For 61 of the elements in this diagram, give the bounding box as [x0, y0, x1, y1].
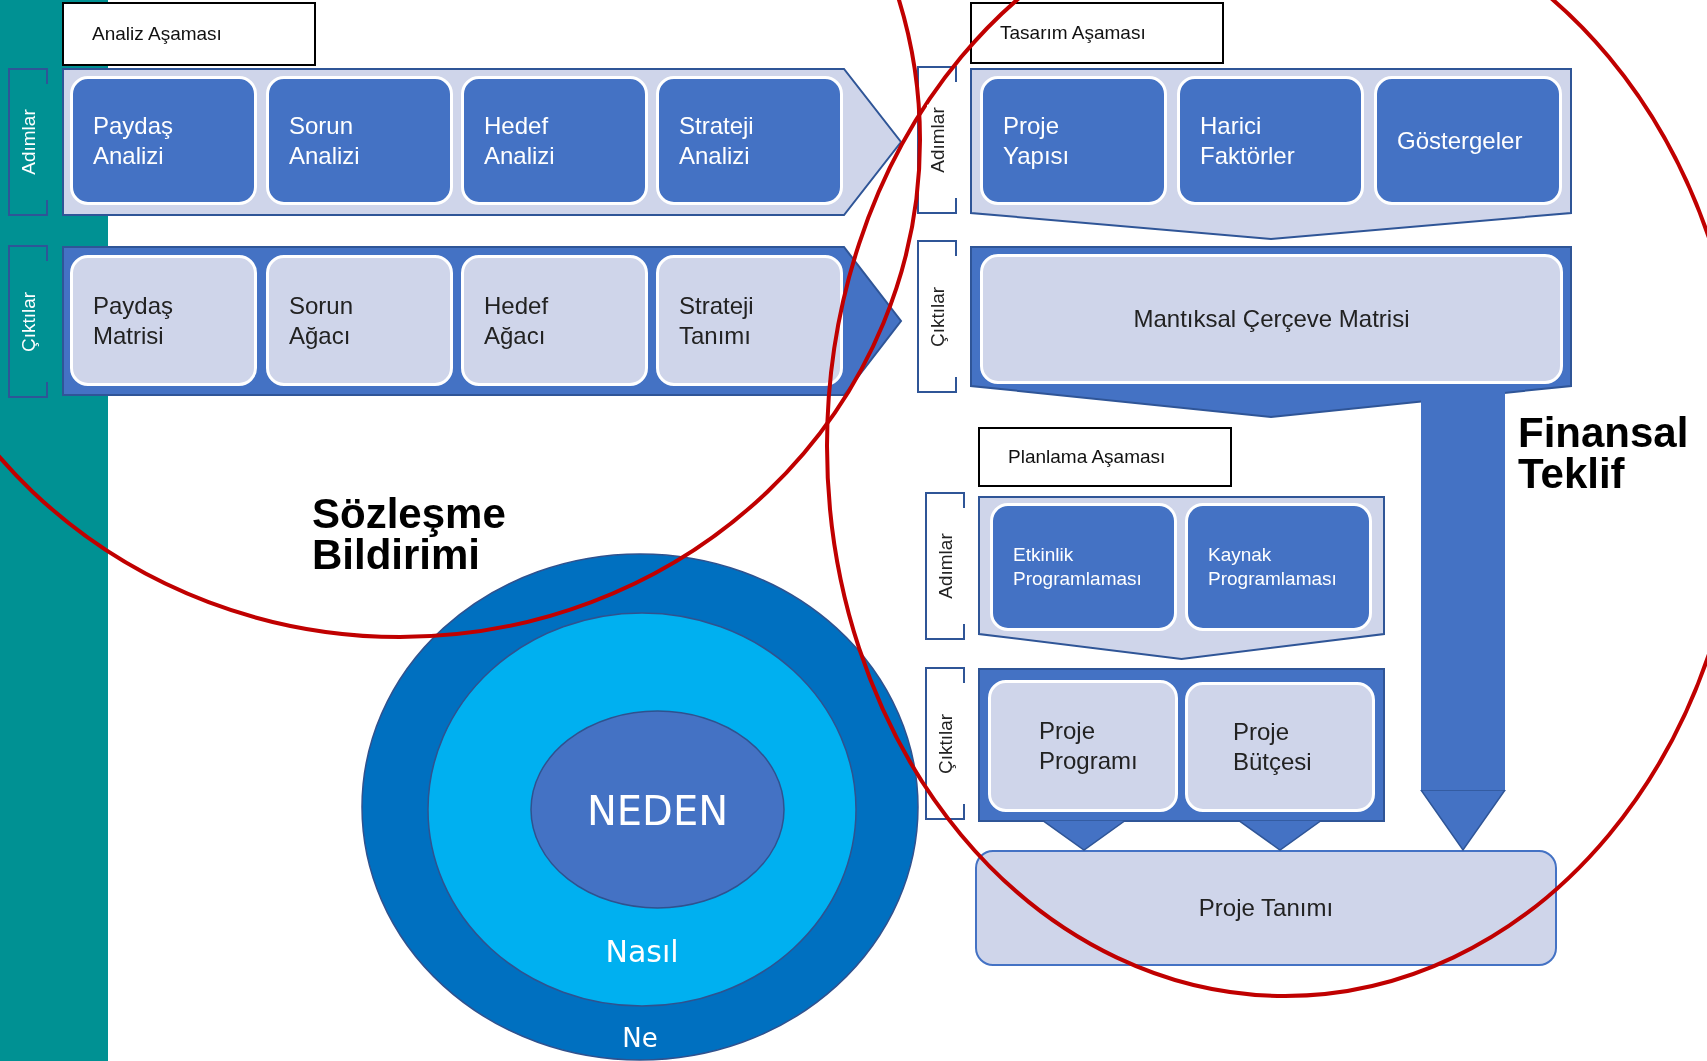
step-label: Harici Faktörler [1200, 110, 1296, 171]
row-bracket [917, 66, 957, 214]
stage-band [978, 668, 1385, 822]
circle-label: Nasıl [605, 934, 679, 969]
row-bracket [917, 240, 957, 393]
output-box [988, 680, 1178, 812]
stage-band [970, 246, 1572, 418]
annotation-title: Finansal Teklif [1518, 412, 1690, 495]
step-label: Sorun Analizi [289, 110, 361, 171]
row-bracket [925, 667, 965, 820]
row-label: Adımlar [18, 109, 40, 175]
output-box [656, 255, 843, 386]
stage-band [978, 496, 1385, 660]
step-label: Proje Yapısı [1003, 110, 1071, 171]
output-label: Paydaş Matrisi [93, 290, 175, 351]
result-label: Proje Tanımı [1198, 893, 1334, 923]
concentric-circle [427, 612, 857, 1007]
circle-label: Ne [622, 1023, 658, 1053]
step-label: Göstergeler [1397, 125, 1523, 156]
output-label: Proje Bütçesi [1233, 717, 1313, 777]
row-bracket [8, 245, 48, 398]
step-label: Kaynak Programlaması [1208, 543, 1338, 591]
step-box [990, 503, 1177, 631]
step-box [980, 76, 1167, 205]
step-box [1374, 76, 1562, 205]
output-box [70, 255, 257, 386]
step-box [1177, 76, 1364, 205]
phase-label-box [970, 2, 1224, 64]
phase-title: Analiz Aşaması [92, 23, 222, 45]
output-label: Hedef Ağacı [484, 290, 550, 351]
output-box [266, 255, 453, 386]
row-label: Çıktılar [18, 291, 40, 352]
result-box [975, 850, 1557, 966]
step-label: Paydaş Analizi [93, 110, 175, 171]
stage-band [62, 68, 902, 216]
circle-label: NEDEN [586, 788, 729, 834]
output-box [461, 255, 648, 386]
step-label: Etkinlik Programlaması [1013, 543, 1143, 591]
output-box [1185, 682, 1375, 812]
row-bracket [925, 492, 965, 640]
phase-title: Planlama Aşaması [1008, 446, 1166, 468]
output-box [980, 254, 1563, 384]
step-label: Strateji Analizi [679, 110, 755, 171]
annotation-title: Sözleşme Bildirimi [312, 493, 507, 576]
phase-label-box [978, 427, 1232, 487]
phase-label-box [62, 2, 316, 66]
output-label: Strateji Tanımı [679, 290, 755, 351]
step-box [266, 76, 453, 205]
phase-title: Tasarım Aşaması [1000, 22, 1146, 44]
output-label: Proje Programı [1039, 716, 1139, 776]
stage-band [62, 246, 902, 396]
output-label: Sorun Ağacı [289, 290, 355, 351]
step-box [656, 76, 843, 205]
step-box [70, 76, 257, 205]
concentric-circle [530, 710, 785, 909]
stage-band [970, 68, 1572, 240]
step-label: Hedef Analizi [484, 110, 556, 171]
step-box [461, 76, 648, 205]
row-bracket [8, 68, 48, 216]
step-box [1185, 503, 1372, 631]
output-label: Mantıksal Çerçeve Matrisi [1133, 304, 1410, 334]
